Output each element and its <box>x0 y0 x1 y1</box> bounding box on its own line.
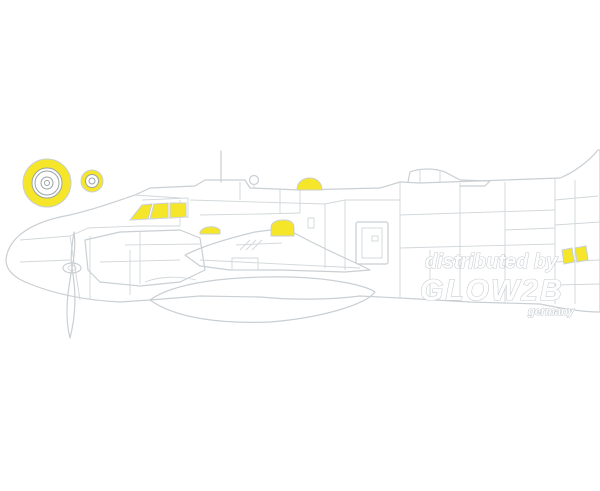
large-wheel-mask <box>22 158 72 208</box>
wing <box>184 227 371 273</box>
distributor-watermark: distributed by GLOW2B germany <box>419 250 575 318</box>
panel-lines <box>19 178 600 304</box>
dorsal-turret <box>407 168 491 187</box>
window-masks <box>199 177 589 265</box>
propeller <box>62 231 82 339</box>
engine-nacelle <box>84 229 206 287</box>
watermark-line1: distributed by <box>425 251 558 273</box>
antenna <box>220 150 260 189</box>
small-window-outline <box>307 217 315 229</box>
hatch-panel <box>355 221 389 265</box>
cockpit-canopy-masks <box>128 197 189 221</box>
small-wheel-mask <box>80 169 104 193</box>
fuselage-outline <box>5 149 600 313</box>
watermark-logo: GLOW2B <box>420 274 564 307</box>
watermark-line3: germany <box>527 306 575 318</box>
belly-fairing <box>144 276 376 323</box>
